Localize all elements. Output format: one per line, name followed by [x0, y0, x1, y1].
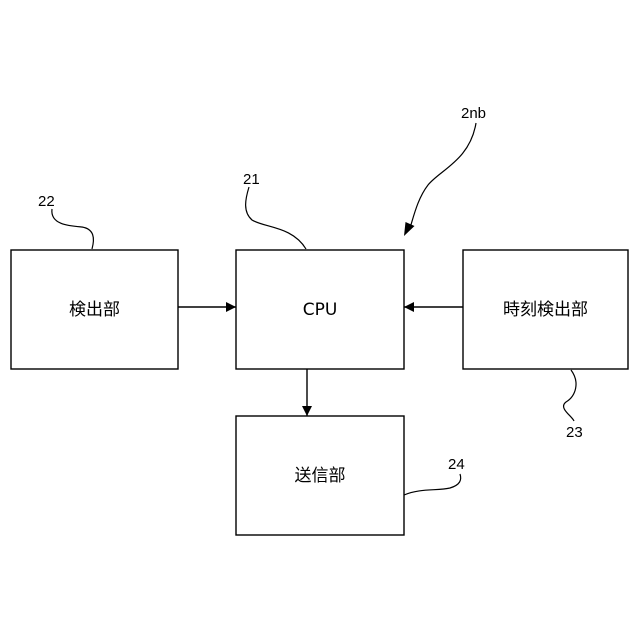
system-ref-pointer [410, 123, 476, 228]
transmitter-ref-label: 24 [448, 456, 465, 473]
detector-ref-label: 22 [38, 193, 55, 210]
time-detector-ref-leader [564, 370, 576, 421]
detector-ref-leader [52, 209, 94, 249]
cpu-ref-leader [246, 187, 306, 249]
cpu-label: CPU [303, 300, 338, 320]
detector-block: 検出部 [11, 250, 178, 369]
time-detector-block: 時刻検出部 [463, 250, 628, 369]
transmitter-label: 送信部 [295, 466, 346, 486]
transmitter-ref-leader [404, 474, 461, 495]
time-detector-label: 時刻検出部 [503, 300, 588, 320]
system-ref-label: 2nb [461, 105, 486, 122]
system-ref-arrowhead [404, 222, 415, 236]
cpu-block: CPU [236, 250, 404, 369]
cpu-ref-label: 21 [243, 171, 260, 188]
time-detector-ref-label: 23 [566, 424, 583, 441]
detector-label: 検出部 [69, 300, 120, 320]
transmitter-block: 送信部 [236, 416, 404, 535]
